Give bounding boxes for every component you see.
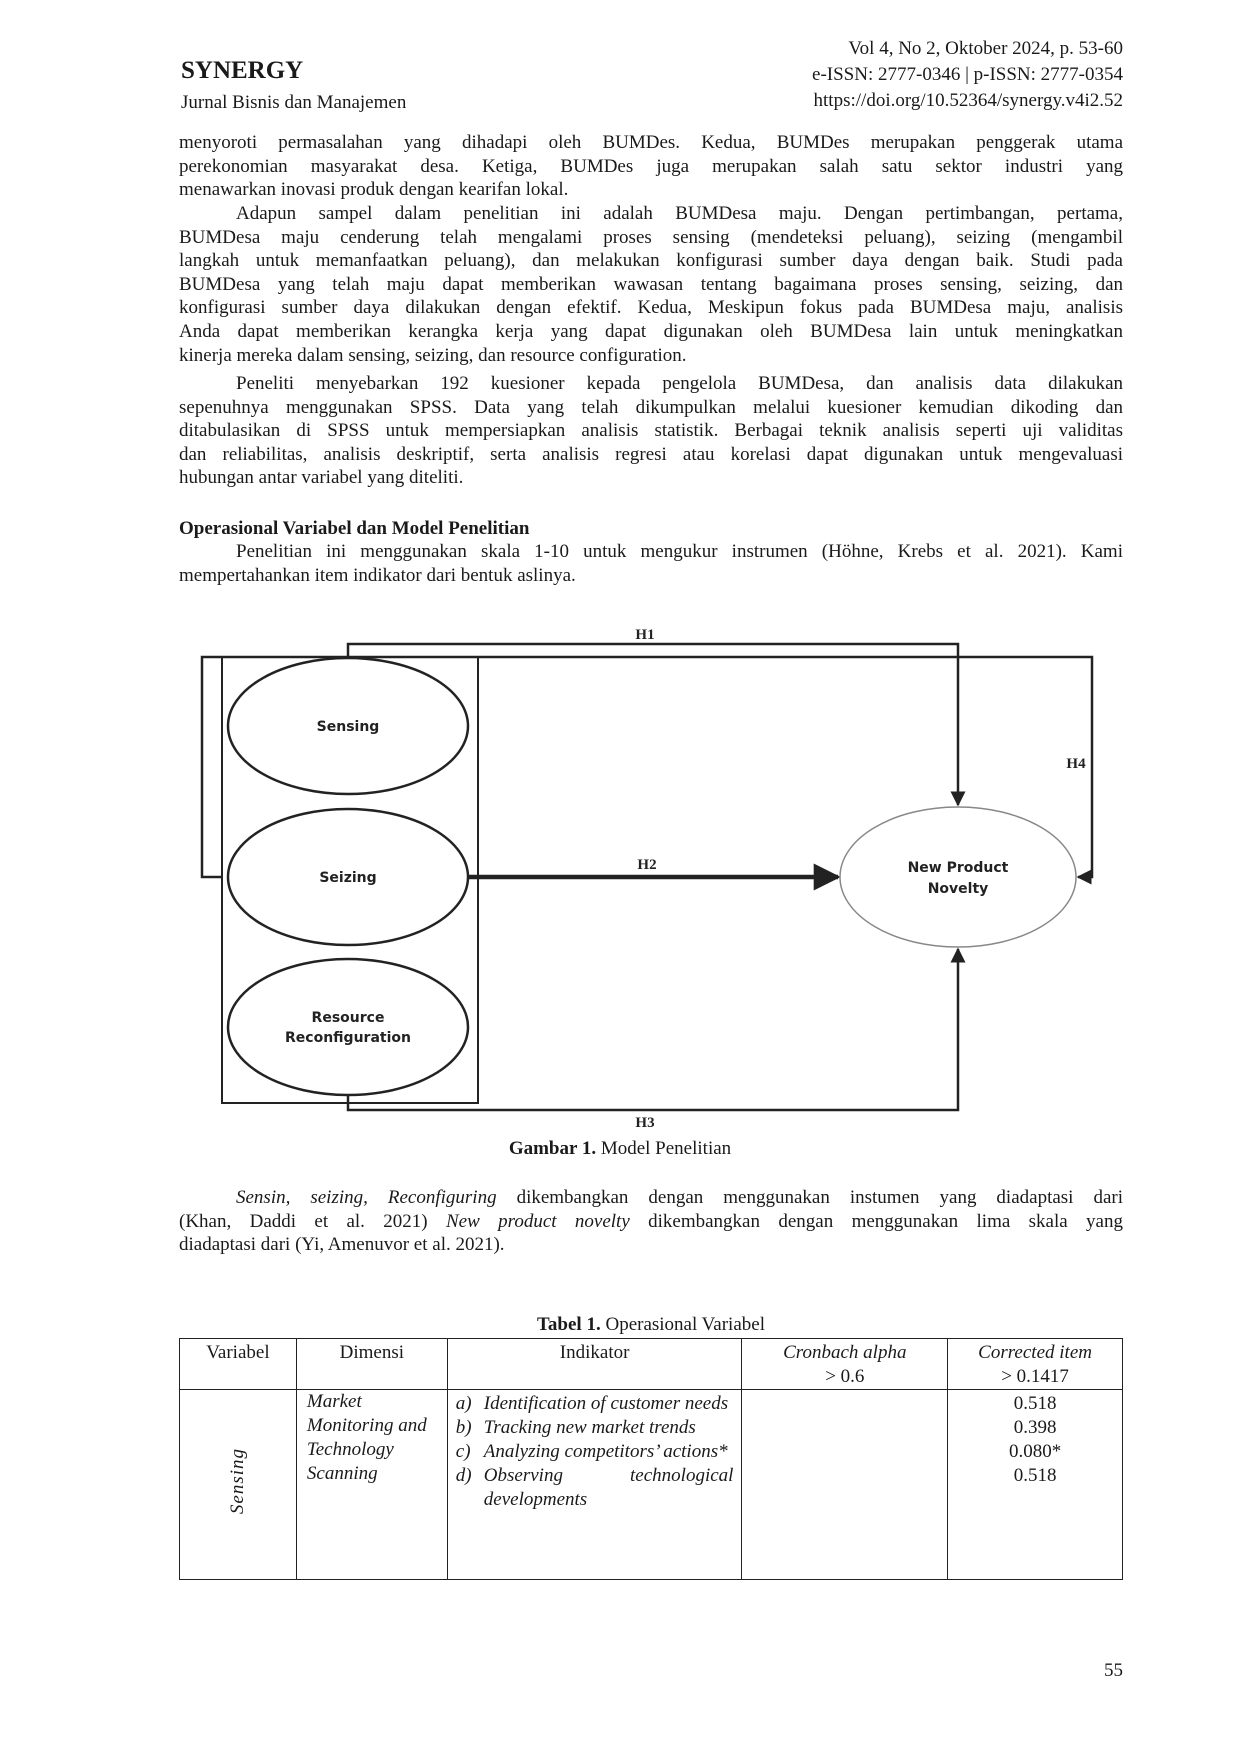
issn-info: e-ISSN: 2777-0346 | p-ISSN: 2777-0354 xyxy=(812,64,1123,85)
text-line: Peneliti menyebarkan 192 kuesioner kepad… xyxy=(236,373,1123,394)
text-line: menawarkan inovasi produk dengan kearifa… xyxy=(179,179,569,201)
sensing-node xyxy=(226,656,470,796)
cell-variabel: Sensing xyxy=(179,1389,297,1580)
header-corrected-threshold: > 0.1417 xyxy=(1001,1366,1069,1387)
indicator-list: a) Identification of customer needs b) Tra… xyxy=(456,1392,734,1512)
table-header-row: Variabel Dimensi Indikator Cronbach alph… xyxy=(179,1338,1123,1390)
paragraph-4: Penelitian ini menggunakan skala 1-10 un… xyxy=(179,540,1123,587)
research-model-diagram: Sensing Seizing Resource Reconfiguration… xyxy=(200,627,1094,1130)
indicator-label: d) xyxy=(455,1465,472,1486)
journal-title: SYNERGY xyxy=(181,57,304,84)
h4-label: H4 xyxy=(1066,756,1086,772)
text-line: Sensin, seizing, Reconfiguring dikembang… xyxy=(179,1186,1123,1210)
h4-arrow xyxy=(200,655,1094,885)
resource-reconfiguration-node xyxy=(226,957,470,1097)
text-span: dikembangkan dengan menggunakan instumen… xyxy=(496,1187,1123,1208)
italic-terms: Sensin, seizing, Reconfiguring xyxy=(236,1187,497,1208)
indicator-label: c) xyxy=(455,1441,471,1462)
italic-terms: New product novelty xyxy=(446,1210,630,1232)
header-cronbach-threshold: > 0.6 xyxy=(825,1366,865,1387)
volume-info: Vol 4, No 2, Oktober 2024, p. 53-60 xyxy=(848,38,1123,59)
section-heading: Operasional Variabel dan Model Penelitia… xyxy=(179,518,530,539)
indicator-item: c) Analyzing competitors’ actions* xyxy=(456,1440,734,1464)
text-line: ditabulasikan di SPSS untuk mempersiapka… xyxy=(179,420,1123,442)
table-title: Tabel 1. Operasional Variabel xyxy=(179,1314,1123,1336)
text-span: dikembangkan dengan menggunakan lima ska… xyxy=(629,1210,1123,1232)
cell-corrected: 0.518 0.398 0.080* 0.518 xyxy=(947,1389,1123,1580)
header-corrected-label: Corrected item xyxy=(978,1342,1092,1363)
header-cronbach: Cronbach alpha > 0.6 xyxy=(741,1338,949,1390)
h2-label: H2 xyxy=(637,857,656,873)
journal-header: SYNERGY Jurnal Bisnis dan Manajemen xyxy=(181,56,406,116)
indicator-item: a) Identification of customer needs xyxy=(456,1392,734,1416)
resource-label: Resource xyxy=(312,1010,385,1026)
cell-dimensi: Market Monitoring and Technology Scannin… xyxy=(295,1389,448,1580)
novelty-label: Novelty xyxy=(928,881,989,897)
caption-text: Model Penelitian xyxy=(596,1138,732,1159)
text-line: konfigurasi sumber daya dilakukan dengan… xyxy=(179,297,1123,319)
operational-variable-table: Variabel Dimensi Indikator Cronbach alph… xyxy=(179,1338,1123,1580)
indicator-item: b) Tracking new market trends xyxy=(456,1416,734,1440)
text-line: Adapun sampel dalam penelitian ini adala… xyxy=(236,203,1123,224)
header-variabel: Variabel xyxy=(179,1338,297,1390)
doi-link[interactable]: https://doi.org/10.52364/synergy.v4i2.52 xyxy=(813,90,1123,111)
journal-meta: Vol 4, No 2, Oktober 2024, p. 53-60 e-IS… xyxy=(812,36,1123,114)
h3-label: H3 xyxy=(635,1115,654,1130)
corrected-value: 0.518 xyxy=(1013,1465,1057,1486)
new-product-novelty-node xyxy=(839,806,1077,948)
h1-label: H1 xyxy=(635,627,654,643)
seizing-node xyxy=(226,807,470,947)
text-line: perekonomian masyarakat desa. Ketiga, BU… xyxy=(179,155,1123,177)
text-line: diadaptasi dari (Yi, Amenuvor et al. 202… xyxy=(179,1234,505,1256)
reconfiguration-label: Reconfiguration xyxy=(285,1030,411,1046)
corrected-value: 0.398 xyxy=(1013,1417,1057,1438)
seizing-label: Seizing xyxy=(319,870,376,886)
corrected-value: 0.080* xyxy=(1008,1441,1062,1462)
paragraph-1: menyoroti permasalahan yang dihadapi ole… xyxy=(179,131,1123,202)
text-line: mempertahankan item indikator dari bentu… xyxy=(179,564,576,586)
citation: (Khan, Daddi et al. 2021) xyxy=(179,1210,446,1232)
indicator-text: Tracking new market trends xyxy=(483,1417,696,1438)
caption-label: Gambar 1. xyxy=(508,1138,597,1159)
header-dimensi: Dimensi xyxy=(295,1338,448,1390)
journal-subtitle: Jurnal Bisnis dan Manajemen xyxy=(181,92,407,113)
corrected-value: 0.518 xyxy=(1013,1393,1057,1414)
text-line: hubungan antar variabel yang diteliti. xyxy=(179,467,464,489)
indicator-label: a) xyxy=(455,1393,472,1414)
indicator-text: Identification of customer needs xyxy=(483,1393,729,1414)
page-number: 55 xyxy=(1104,1660,1123,1681)
indicator-label: b) xyxy=(455,1417,472,1438)
text-line: dan reliabilitas, analisis deskriptif, s… xyxy=(179,443,1123,465)
text-line: (Khan, Daddi et al. 2021) New product no… xyxy=(179,1210,1123,1234)
paragraph-3: Peneliti menyebarkan 192 kuesioner kepad… xyxy=(179,372,1123,490)
header-cronbach-label: Cronbach alpha xyxy=(783,1342,907,1363)
cell-indikator: a) Identification of customer needs b) Tra… xyxy=(446,1389,743,1580)
table-label: Tabel 1. xyxy=(537,1314,601,1335)
header-corrected: Corrected item > 0.1417 xyxy=(947,1338,1123,1390)
text-line: Anda dapat memberikan kerangka kerja yan… xyxy=(179,320,1123,342)
table-row: Sensing Market Monitoring and Technology… xyxy=(179,1389,1123,1580)
header-indikator: Indikator xyxy=(446,1338,743,1390)
h3-arrow xyxy=(346,947,966,1112)
paragraph-5: Sensin, seizing, Reconfiguring dikembang… xyxy=(179,1186,1123,1257)
cell-cronbach xyxy=(741,1389,949,1580)
text-line: BUMDesa maju cenderung telah mengalami p… xyxy=(179,226,1123,248)
paragraph-2: Adapun sampel dalam penelitian ini adala… xyxy=(179,202,1123,367)
indicator-item: d) Observing technological developments xyxy=(456,1464,734,1512)
variable-name: Sensing xyxy=(226,1447,248,1515)
h1-arrow xyxy=(346,642,966,807)
text-line: menyoroti permasalahan yang dihadapi ole… xyxy=(179,132,1123,153)
text-line: sepenuhnya menggunakan SPSS. Data yang t… xyxy=(179,396,1123,418)
figure-caption: Gambar 1. Model Penelitian xyxy=(0,1138,1240,1160)
indicator-text: Analyzing competitors’ actions* xyxy=(483,1441,728,1462)
table-title-text: Operasional Variabel xyxy=(600,1314,765,1335)
new-product-label: New Product xyxy=(908,860,1009,876)
sensing-label: Sensing xyxy=(317,719,380,735)
text-line: langkah untuk memanfaatkan peluang), dan… xyxy=(179,250,1123,272)
text-line: BUMDesa yang telah maju dapat memberikan… xyxy=(179,273,1123,295)
indicator-text: Observing technological developments xyxy=(483,1465,734,1510)
text-line: kinerja mereka dalam sensing, seizing, d… xyxy=(179,344,687,366)
text-line: Penelitian ini menggunakan skala 1-10 un… xyxy=(236,541,1123,562)
